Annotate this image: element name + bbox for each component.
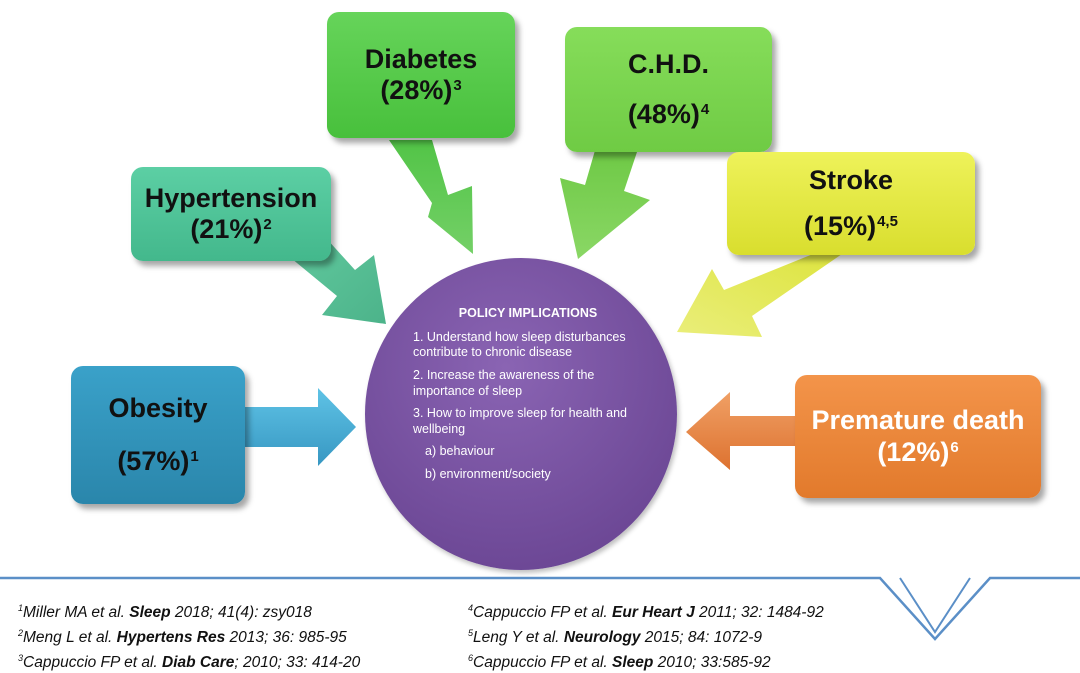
premature-death-ref: 6 bbox=[950, 438, 959, 456]
policy-item: 2. Increase the awareness of the importa… bbox=[413, 367, 595, 398]
obesity-arrow bbox=[245, 388, 356, 466]
hypertension-value: (21%) bbox=[190, 214, 263, 244]
chd-box: C.H.D. (48%)4 bbox=[565, 27, 772, 152]
stroke-value: (15%) bbox=[804, 210, 877, 241]
references-left: 1Miller MA et al. Sleep 2018; 41(4): zsy… bbox=[18, 598, 360, 673]
policy-item: 3. How to improve sleep for health and w… bbox=[413, 406, 628, 436]
references-right: 4Cappuccio FP et al. Eur Heart J 2011; 3… bbox=[468, 598, 824, 673]
premature-death-arrow bbox=[686, 392, 795, 470]
footer-rule-and-logo bbox=[0, 576, 1080, 641]
reference-item: 2Meng L et al. Hypertens Res 2013; 36: 9… bbox=[18, 628, 347, 646]
diabetes-ref: 3 bbox=[453, 77, 462, 94]
diabetes-label: Diabetes bbox=[364, 43, 478, 74]
obesity-value-line: (57%)1 bbox=[117, 446, 198, 477]
reference-item: 3Cappuccio FP et al. Diab Care; 2010; 33… bbox=[18, 653, 361, 671]
premature-death-box: Premature death (12%)6 bbox=[795, 375, 1041, 498]
chd-label: C.H.D. bbox=[628, 49, 709, 80]
stroke-value-line: (15%)4,5 bbox=[804, 211, 898, 242]
policy-subitem: a) behaviour bbox=[425, 444, 495, 459]
hypertension-value-line: (21%)2 bbox=[190, 214, 271, 245]
diabetes-arrow bbox=[389, 140, 473, 254]
policy-implications-circle: POLICY IMPLICATIONS 1. Understand how sl… bbox=[365, 258, 677, 570]
stroke-box: Stroke (15%)4,5 bbox=[727, 152, 975, 255]
premature-death-value-line: (12%)6 bbox=[877, 437, 958, 468]
diabetes-box: Diabetes (28%)3 bbox=[327, 12, 515, 138]
obesity-ref: 1 bbox=[190, 448, 199, 465]
premature-death-value: (12%) bbox=[877, 436, 950, 467]
w-logo-icon bbox=[899, 577, 971, 634]
policy-item: 1. Understand how sleep disturbances con… bbox=[413, 329, 626, 360]
obesity-label: Obesity bbox=[108, 392, 208, 423]
chd-ref: 4 bbox=[700, 100, 710, 118]
obesity-value: (57%) bbox=[117, 446, 190, 476]
diabetes-value: (28%) bbox=[380, 75, 453, 105]
chd-value-line: (48%)4 bbox=[628, 99, 709, 130]
hypertension-ref: 2 bbox=[263, 216, 272, 233]
chd-value: (48%) bbox=[627, 98, 700, 129]
policy-subitem: b) environment/society bbox=[425, 467, 551, 481]
stroke-arrow bbox=[677, 254, 842, 337]
diabetes-value-line: (28%)3 bbox=[380, 75, 461, 106]
premature-death-label: Premature death bbox=[811, 405, 1025, 436]
policy-title: POLICY IMPLICATIONS bbox=[458, 306, 598, 320]
reference-item: 1Miller MA et al. Sleep 2018; 41(4): zsy… bbox=[18, 603, 312, 621]
w-logo-line bbox=[0, 576, 1080, 641]
stroke-ref: 4,5 bbox=[877, 212, 898, 230]
reference-item: 5Leng Y et al. Neurology 2015; 84: 1072-… bbox=[468, 628, 762, 646]
hypertension-box: Hypertension (21%)2 bbox=[131, 167, 331, 261]
reference-item: 4Cappuccio FP et al. Eur Heart J 2011; 3… bbox=[468, 603, 824, 621]
stroke-label: Stroke bbox=[808, 165, 894, 196]
hypertension-label: Hypertension bbox=[144, 182, 318, 213]
chd-arrow bbox=[560, 140, 650, 259]
reference-item: 6Cappuccio FP et al. Sleep 2010; 33:585-… bbox=[468, 653, 771, 671]
obesity-box: Obesity (57%)1 bbox=[71, 366, 245, 504]
